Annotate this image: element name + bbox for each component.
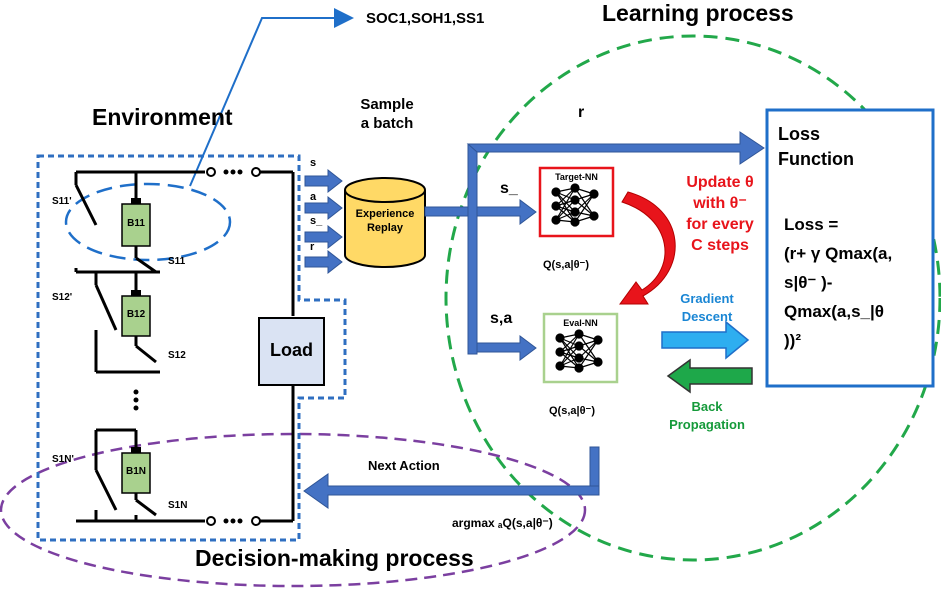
target-nn-q-label: Q(s,a|θ⁻) <box>543 259 590 271</box>
battery-b11-label: B11 <box>127 218 145 229</box>
bus-ellipsis-dots <box>223 169 243 524</box>
loss-formula-line3: s|θ⁻ )- <box>784 273 833 292</box>
back-line1: Back <box>691 399 723 414</box>
decision-process-title: Decision-making process <box>195 545 474 571</box>
back-line2: Propagation <box>669 417 745 432</box>
gradient-line1: Gradient <box>680 291 734 306</box>
state-action-flow-label: s,a <box>490 310 513 327</box>
b11-callout-ellipse <box>64 182 232 262</box>
gradient-descent-arrow <box>661 320 750 360</box>
battery-b11-shape <box>121 198 151 247</box>
battery-b1n-shape <box>121 447 151 494</box>
environment-border <box>36 154 347 542</box>
flow-arrows <box>303 131 765 509</box>
eval-nn-q-label: Q(s,a|θ⁻) <box>549 405 596 417</box>
target-nn-label: Target-NN <box>555 172 598 182</box>
environment-title: Environment <box>92 104 233 130</box>
sample-batch-line2: a batch <box>360 115 414 132</box>
switch-s1n-label: S1N <box>168 500 188 511</box>
battery-b12-shape <box>121 290 151 337</box>
callout-line <box>189 8 354 187</box>
update-theta-label: Update θ with θ⁻ for every C steps <box>670 172 770 256</box>
loss-formula-line2: (r+ γ Qmax(a, <box>784 244 893 263</box>
learning-process-circle <box>444 34 941 562</box>
switch-s11-label: S11 <box>168 256 186 267</box>
transition-label-s-next: s_ <box>310 215 323 227</box>
eval-nn-network-icon <box>555 329 603 373</box>
experience-replay-cylinder <box>344 177 426 268</box>
sample-batch-label: Sample a batch <box>352 96 422 132</box>
update-line4: C steps <box>691 237 749 254</box>
experience-replay-line1: Experience <box>355 208 415 220</box>
loss-title-line1: Loss <box>778 124 821 144</box>
back-propagation-label: Back Propagation <box>662 398 752 434</box>
switch-s12-prime-label: S12' <box>52 292 73 303</box>
cell-ellipsis-dots <box>133 389 139 411</box>
transition-label-r: r <box>310 241 315 253</box>
learning-process-title: Learning process <box>602 0 794 26</box>
argmax-label: argmax ₐQ(s,a|θ⁻) <box>452 516 553 530</box>
gradient-descent-label: Gradient Descent <box>662 290 752 326</box>
transition-label-a: a <box>310 191 317 203</box>
reward-flow-label: r <box>578 104 585 121</box>
eval-nn-label: Eval-NN <box>563 318 598 328</box>
target-nn-network-icon <box>551 183 599 227</box>
decision-process-ellipse <box>0 432 587 588</box>
battery-b1n-label: B1N <box>125 466 146 477</box>
soc-soh-ss-label: SOC1,SOH1,SS1 <box>366 10 485 27</box>
experience-replay-line2: Replay <box>366 222 404 234</box>
update-line1: Update θ <box>686 174 754 191</box>
next-state-flow-label: s_ <box>500 180 518 197</box>
update-line3: for every <box>686 216 754 233</box>
next-action-label: Next Action <box>368 458 440 473</box>
transition-arrows <box>304 168 343 275</box>
battery-b12-label: B12 <box>126 309 146 320</box>
loss-formula-line4: Qmax(a,s_|θ <box>784 302 884 321</box>
transition-label-s: s <box>310 157 317 169</box>
gradient-line2: Descent <box>681 309 733 324</box>
loss-formula: Loss = (r+ γ Qmax(a, s|θ⁻ )- Qmax(a,s_|θ… <box>784 210 892 355</box>
sample-batch-line1: Sample <box>360 96 414 113</box>
update-line2: with θ⁻ <box>693 195 747 212</box>
battery-circuit <box>74 167 295 526</box>
switch-s1n-prime-label: S1N' <box>52 454 74 465</box>
loss-function-box <box>765 108 935 388</box>
back-propagation-arrow <box>666 358 753 394</box>
loss-formula-line1: Loss = <box>784 215 839 234</box>
loss-formula-line5: ))² <box>784 331 801 350</box>
loss-function-title: Loss Function <box>778 122 854 172</box>
switch-s11-prime-label: S11' <box>52 196 72 207</box>
loss-title-line2: Function <box>778 149 854 169</box>
update-curved-arrow <box>619 191 676 305</box>
load-label: Load <box>270 340 313 360</box>
experience-replay-label: Experience Replay <box>345 208 425 234</box>
load-box <box>258 317 325 386</box>
switch-s12-label: S12 <box>168 350 186 361</box>
